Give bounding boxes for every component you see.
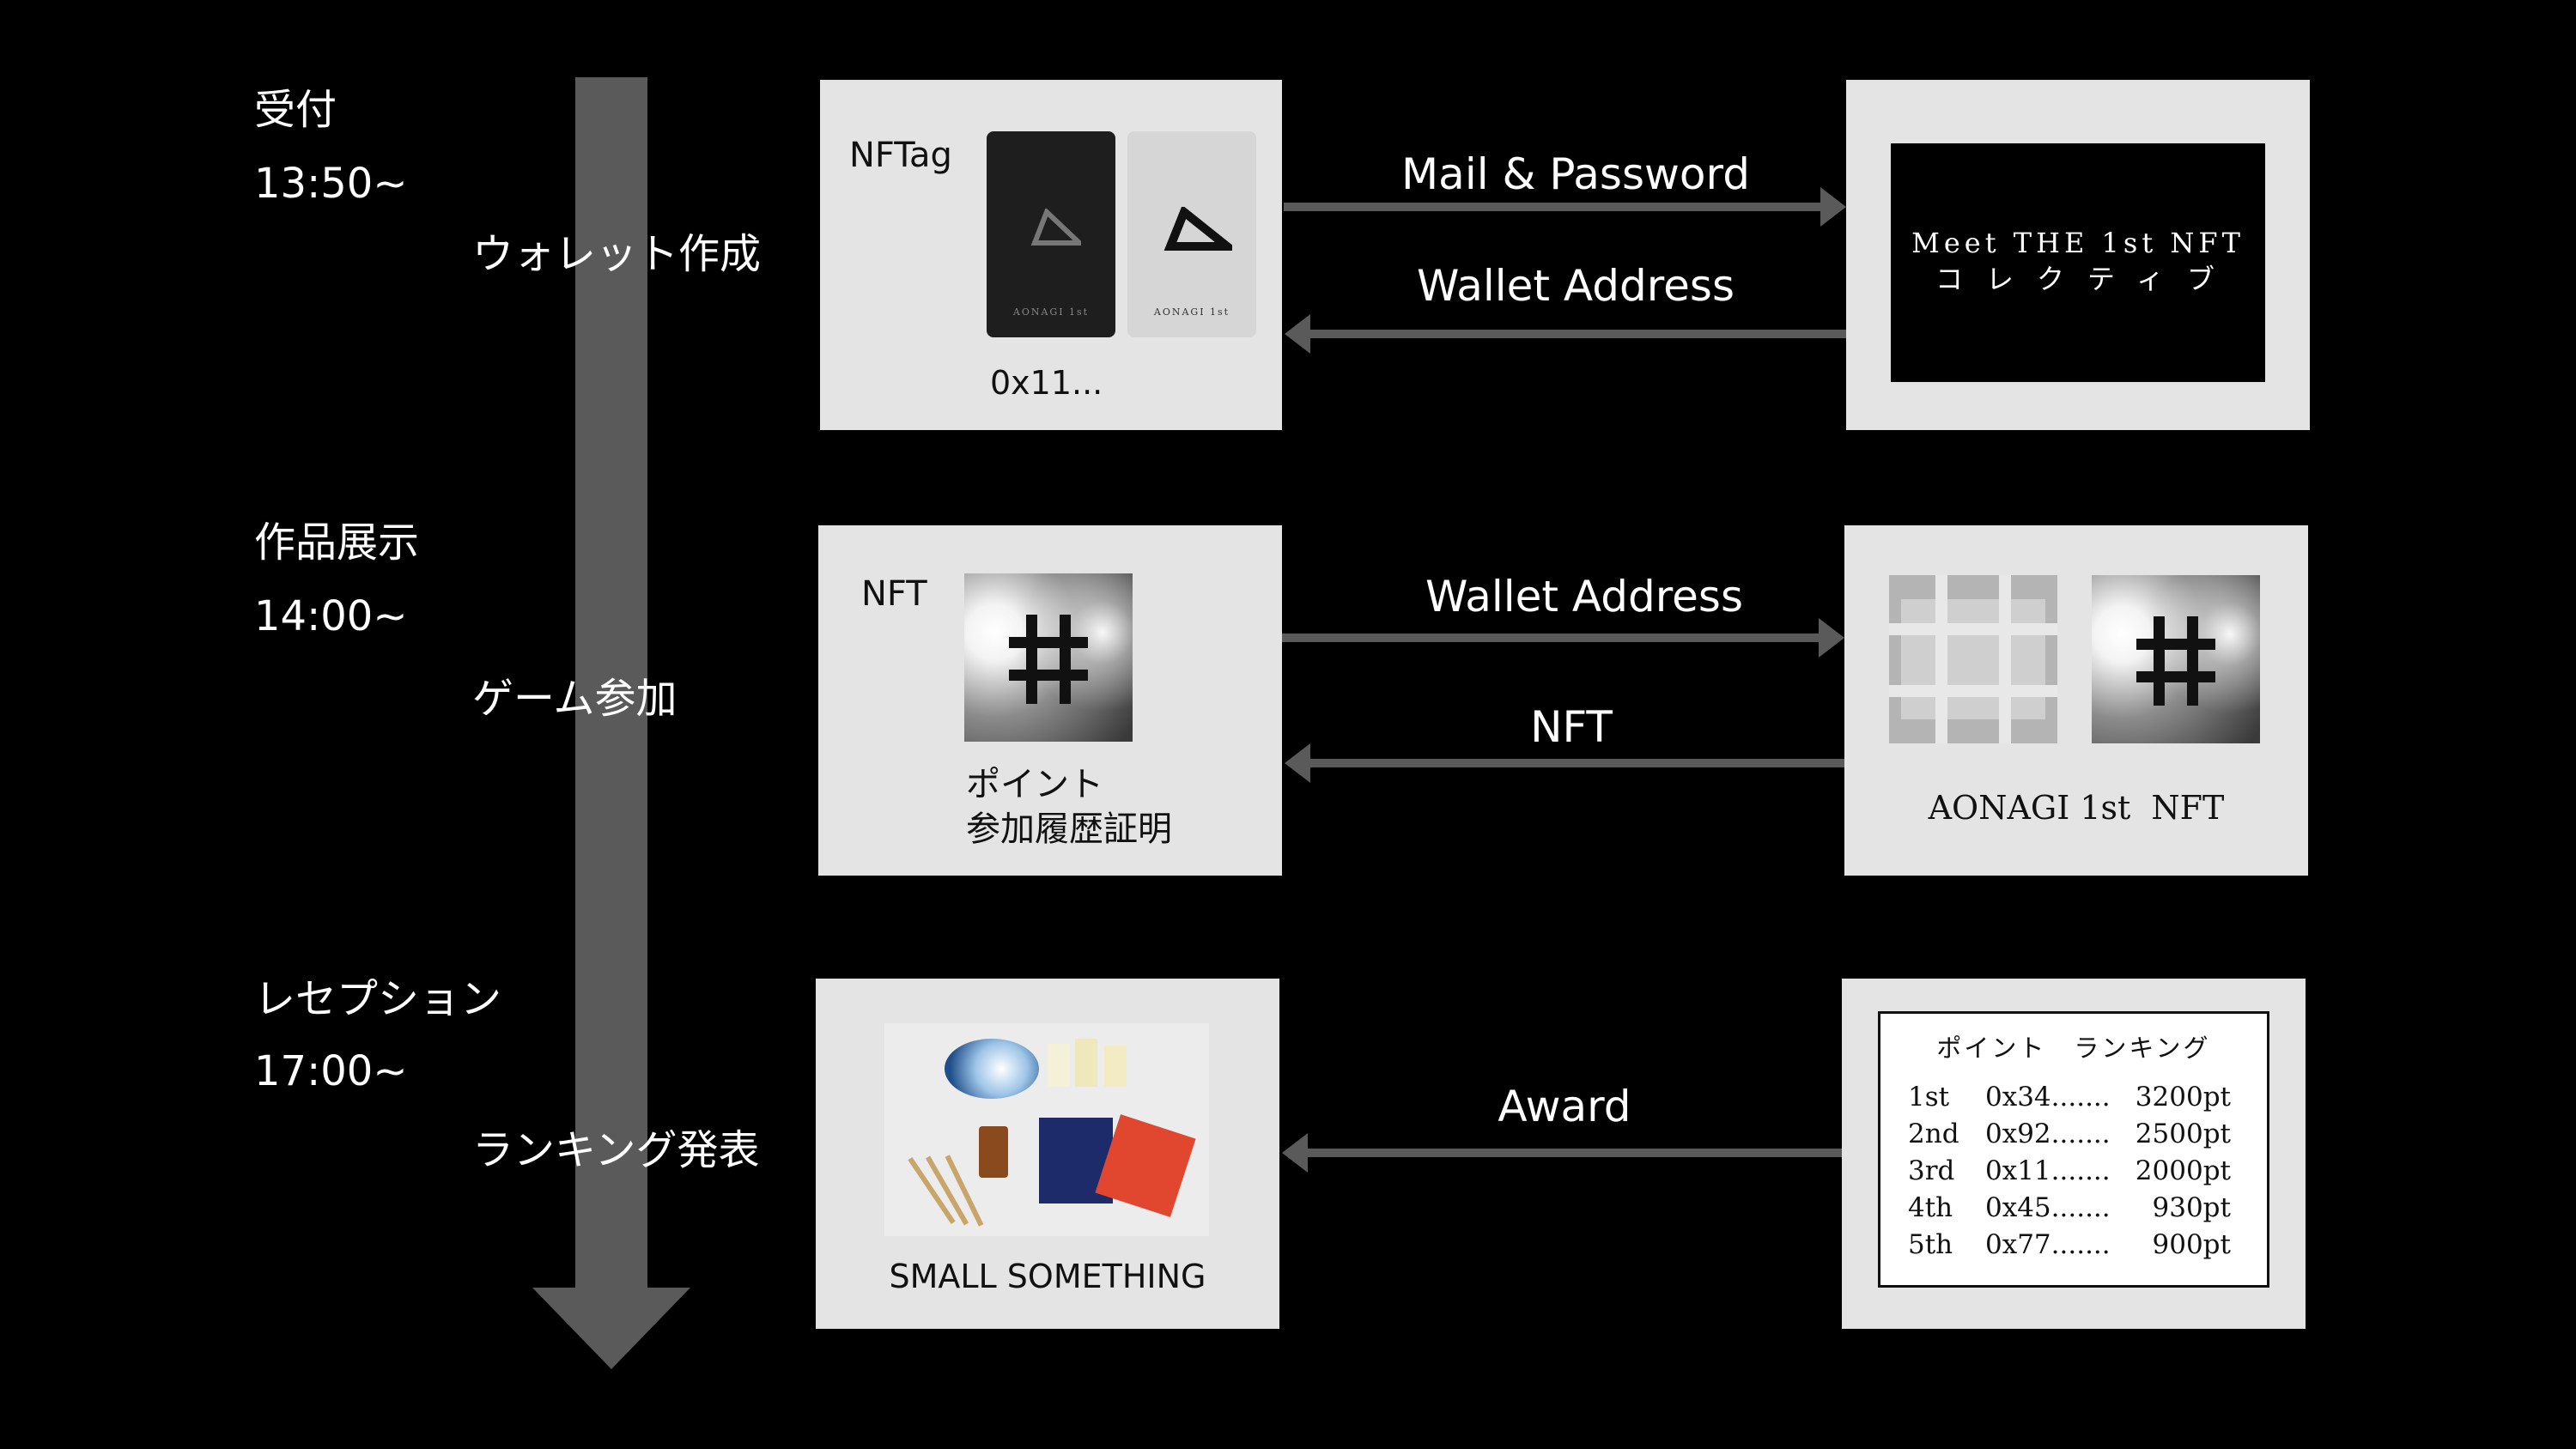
small-something-caption: SMALL SOMETHING bbox=[889, 1258, 1206, 1295]
aonagi-logo-icon bbox=[1030, 209, 1081, 246]
card-light-caption: AONAGI 1st bbox=[1153, 306, 1230, 318]
collective-line1: Meet THE 1st NFT bbox=[1911, 227, 2245, 259]
wallet-address-short: 0x11... bbox=[990, 364, 1103, 402]
rank-position: 2nd bbox=[1908, 1119, 1959, 1149]
shoji-grid-icon bbox=[1889, 575, 2057, 743]
stage-3-title: レセプション bbox=[254, 975, 502, 1023]
table-row: 1st 0x34....... 3200pt bbox=[1908, 1079, 2251, 1116]
rank-position: 3rd bbox=[1908, 1155, 1955, 1186]
stage-1-step: ウォレット作成 bbox=[472, 230, 762, 278]
rank-points: 3200pt bbox=[2135, 1082, 2231, 1113]
rank-points: 2000pt bbox=[2135, 1155, 2231, 1186]
rank-position: 1st bbox=[1908, 1082, 1950, 1113]
stage-3-time: 17:00~ bbox=[254, 1047, 408, 1095]
nft-label: NFT bbox=[861, 574, 927, 614]
row3-back-arrow bbox=[1282, 1133, 1844, 1173]
ranking-table: 1st 0x34....... 3200pt 2nd 0x92....... 2500p… bbox=[1908, 1079, 2251, 1264]
rank-address: 0x34....... bbox=[1985, 1082, 2111, 1113]
row3-back-label: Award bbox=[1498, 1082, 1631, 1131]
collective-panel: Meet THE 1st NFT コレクティブ bbox=[1846, 80, 2310, 430]
rank-address: 0x45....... bbox=[1985, 1192, 2111, 1223]
nft-artwork-image bbox=[964, 573, 1133, 742]
row1-forward-label: Mail & Password bbox=[1401, 149, 1750, 199]
rank-points: 2500pt bbox=[2135, 1119, 2231, 1149]
nft-text-history: 参加履歴証明 bbox=[966, 809, 1172, 849]
nftag-card-dark: AONAGI 1st bbox=[987, 131, 1115, 337]
aonagi-nft-artwork-image bbox=[2092, 575, 2260, 743]
ranking-panel: ポイント ランキング 1st 0x34....... 3200pt 2nd 0x92.… bbox=[1842, 979, 2306, 1329]
nftag-panel: NFTag AONAGI 1st AONAGI 1st 0x11... bbox=[820, 80, 1282, 430]
collective-line2: コレクティブ bbox=[1935, 263, 2239, 295]
table-row: 3rd 0x11....... 2000pt bbox=[1908, 1153, 2251, 1190]
nft-panel: NFT ポイント 参加履歴証明 bbox=[818, 525, 1282, 876]
rank-address: 0x11....... bbox=[1985, 1155, 2111, 1186]
kanji-grid-icon bbox=[1009, 615, 1088, 704]
nftag-label: NFTag bbox=[849, 136, 952, 175]
nft-text-points: ポイント bbox=[966, 765, 1103, 804]
nftag-card-light: AONAGI 1st bbox=[1127, 131, 1256, 337]
table-row: 5th 0x77....... 900pt bbox=[1908, 1227, 2251, 1264]
stage-1-title: 受付 bbox=[254, 86, 337, 134]
ranking-title: ポイント ランキング bbox=[1936, 1034, 2211, 1063]
table-row: 4th 0x45....... 930pt bbox=[1908, 1190, 2251, 1227]
rank-points: 900pt bbox=[2152, 1229, 2231, 1260]
collective-screen: Meet THE 1st NFT コレクティブ bbox=[1891, 143, 2265, 382]
row1-back-label: Wallet Address bbox=[1416, 261, 1735, 311]
stage-1-time: 13:50~ bbox=[254, 160, 408, 208]
small-something-panel: SMALL SOMETHING bbox=[816, 979, 1279, 1329]
aonagi-nft-panel: AONAGI 1st NFT bbox=[1844, 525, 2308, 876]
rank-position: 5th bbox=[1908, 1229, 1953, 1260]
rank-address: 0x77....... bbox=[1985, 1229, 2111, 1260]
stage-2-step: ゲーム参加 bbox=[472, 675, 677, 723]
stage-2-title: 作品展示 bbox=[254, 518, 420, 567]
kanji-grid-icon bbox=[2136, 616, 2215, 706]
stage-3-step: ランキング発表 bbox=[472, 1126, 760, 1174]
aonagi-nft-caption: AONAGI 1st NFT bbox=[1928, 789, 2225, 827]
row2-back-arrow bbox=[1285, 743, 1847, 783]
rank-address: 0x92....... bbox=[1985, 1119, 2111, 1149]
timeline-arrow bbox=[532, 77, 690, 1369]
card-dark-caption: AONAGI 1st bbox=[1012, 306, 1090, 318]
row2-forward-label: Wallet Address bbox=[1425, 572, 1744, 621]
ranking-sheet: ポイント ランキング 1st 0x34....... 3200pt 2nd 0x92.… bbox=[1878, 1011, 2269, 1288]
shoji-image bbox=[1889, 575, 2057, 743]
rank-points: 930pt bbox=[2152, 1192, 2231, 1223]
aonagi-logo-icon bbox=[1163, 207, 1232, 251]
gift-items-image bbox=[884, 1023, 1209, 1236]
row1-forward-arrow bbox=[1284, 187, 1846, 227]
table-row: 2nd 0x92....... 2500pt bbox=[1908, 1116, 2251, 1153]
row1-back-arrow bbox=[1285, 314, 1847, 354]
row2-forward-arrow bbox=[1282, 618, 1844, 658]
rank-position: 4th bbox=[1908, 1192, 1953, 1223]
row2-back-label: NFT bbox=[1530, 702, 1613, 752]
stage-2-time: 14:00~ bbox=[254, 592, 408, 640]
